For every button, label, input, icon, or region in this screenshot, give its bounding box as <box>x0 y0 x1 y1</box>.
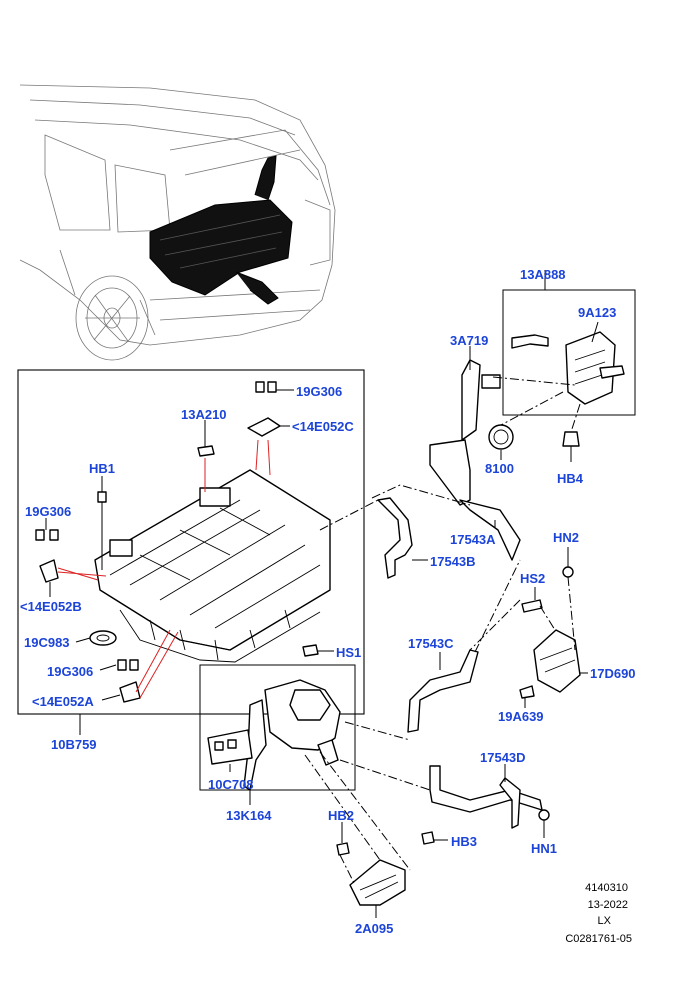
callout-14e052c[interactable]: <14E052C <box>292 419 354 434</box>
callout-17543b[interactable]: 17543B <box>430 554 476 569</box>
reference-line-3: LX <box>598 915 612 927</box>
fixing-leads <box>57 439 271 699</box>
hs1-fixing <box>302 644 319 657</box>
callout-hn2[interactable]: HN2 <box>553 530 579 545</box>
hs2-fixing <box>521 599 543 613</box>
callout-19g306-top[interactable]: 19G306 <box>296 384 342 399</box>
callout-19c983[interactable]: 19C983 <box>24 635 70 650</box>
hose-17543c <box>407 649 479 733</box>
callout-hb1[interactable]: HB1 <box>89 461 115 476</box>
hb2-fixing <box>336 842 350 856</box>
callout-hs2[interactable]: HS2 <box>520 571 545 586</box>
cooler-connector-hoses <box>429 359 521 561</box>
reference-line-2: 13-2022 <box>588 899 628 911</box>
callout-10c708[interactable]: 10C708 <box>208 777 254 792</box>
reservoir-cap <box>488 424 514 450</box>
callout-17543a[interactable]: 17543A <box>450 532 496 547</box>
callout-14e052a[interactable]: <14E052A <box>32 694 94 709</box>
callouts: 13A888 9A123 3A719 8100 HB4 19G306 13A21… <box>20 267 636 936</box>
reference-line-1: 4140310 <box>585 882 628 894</box>
hn2-fixing <box>562 566 574 578</box>
reference-line-4: C0281761-05 <box>565 933 632 945</box>
pump-bracket-17d690 <box>519 629 581 699</box>
callout-hs1[interactable]: HS1 <box>336 645 361 660</box>
coolant-cooler <box>511 331 625 405</box>
reference-block: 4140310 13-2022 LX C0281761-05 <box>565 882 632 945</box>
callout-hb4[interactable]: HB4 <box>557 471 584 486</box>
vehicle-illustration <box>19 84 336 361</box>
callout-13k164[interactable]: 13K164 <box>226 808 272 823</box>
callout-19a639[interactable]: 19A639 <box>498 709 544 724</box>
callout-hb3[interactable]: HB3 <box>451 834 477 849</box>
hn1-fixing <box>538 809 550 821</box>
callout-17d690[interactable]: 17D690 <box>590 666 636 681</box>
coolant-pump-assembly <box>243 679 341 791</box>
pump-group-frame <box>199 664 356 791</box>
callout-19g306-left[interactable]: 19G306 <box>25 504 71 519</box>
high-voltage-battery <box>94 469 331 663</box>
hb3-fixing <box>421 831 435 845</box>
hose-17543d <box>429 765 543 829</box>
hose-17543b <box>377 497 413 579</box>
heater-2a095 <box>349 859 406 906</box>
callout-10b759[interactable]: 10B759 <box>51 737 97 752</box>
callout-8100[interactable]: 8100 <box>485 461 514 476</box>
callout-hn1[interactable]: HN1 <box>531 841 557 856</box>
cooler-group-frame <box>502 289 636 416</box>
callout-17543d[interactable]: 17543D <box>480 750 526 765</box>
callout-13a210[interactable]: 13A210 <box>181 407 227 422</box>
callout-hb2[interactable]: HB2 <box>328 808 354 823</box>
callout-2a095[interactable]: 2A095 <box>355 921 393 936</box>
battery-group-frame <box>17 369 365 715</box>
callout-3a719[interactable]: 3A719 <box>450 333 488 348</box>
callout-17543c[interactable]: 17543C <box>408 636 454 651</box>
battery-bracket-parts <box>35 381 281 703</box>
callout-14e052b[interactable]: <14E052B <box>20 599 82 614</box>
callout-9a123[interactable]: 9A123 <box>578 305 616 320</box>
callout-13a888[interactable]: 13A888 <box>520 267 566 282</box>
hb4-fixing <box>562 431 580 447</box>
callout-19g306-bottom[interactable]: 19G306 <box>47 664 93 679</box>
connector-10c708 <box>207 729 253 765</box>
